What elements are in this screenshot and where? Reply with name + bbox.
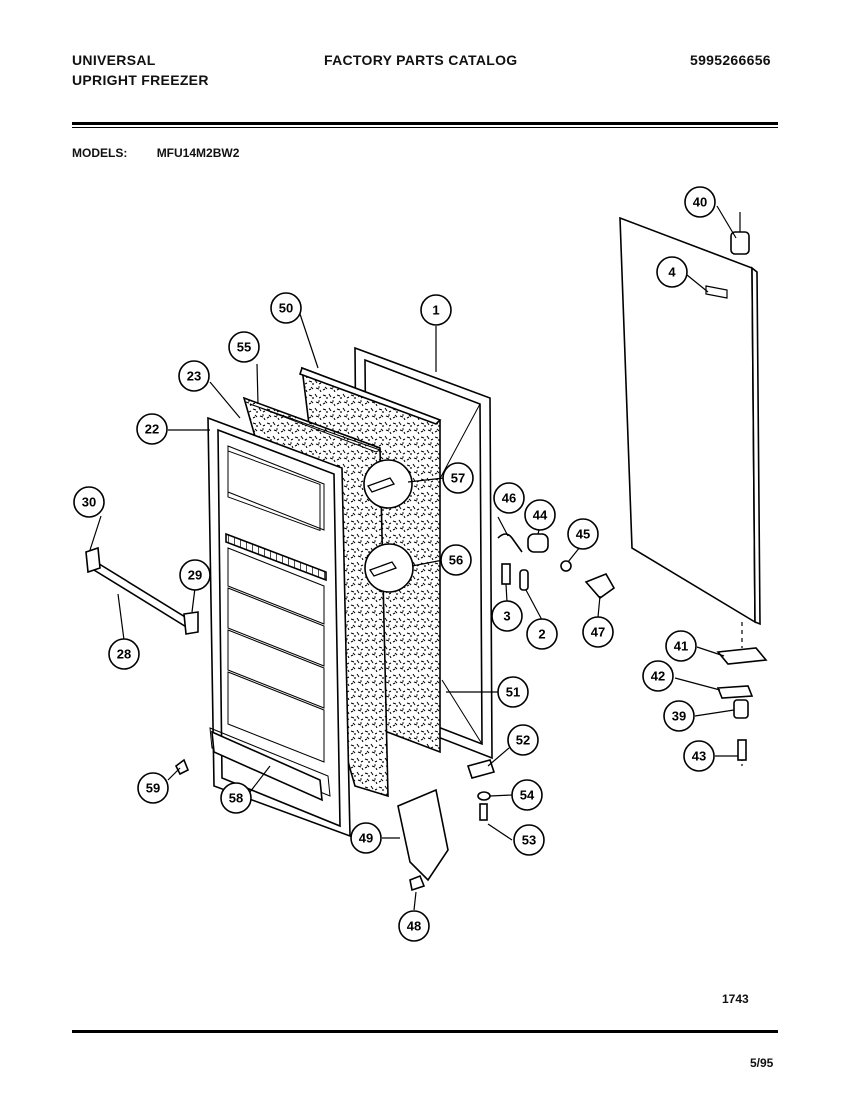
part-callout-52: 52 — [507, 724, 539, 756]
part-callout-40: 40 — [684, 186, 716, 218]
callout-number: 43 — [692, 749, 706, 764]
callout-number: 40 — [693, 195, 707, 210]
callout-number: 53 — [522, 833, 536, 848]
callout-number: 23 — [187, 369, 201, 384]
figure-number: 1743 — [722, 992, 749, 1006]
callout-number: 2 — [538, 627, 545, 642]
callout-number: 52 — [516, 733, 530, 748]
callout-number: 55 — [237, 340, 251, 355]
part-callout-57: 57 — [442, 462, 474, 494]
callout-number: 45 — [576, 527, 590, 542]
callout-number: 41 — [674, 639, 688, 654]
part-callout-42: 42 — [642, 660, 674, 692]
part-callout-45: 45 — [567, 518, 599, 550]
callout-number: 46 — [502, 491, 516, 506]
callout-number: 51 — [506, 685, 520, 700]
part-callout-44: 44 — [524, 499, 556, 531]
catalog-number: 5995266656 — [690, 52, 771, 68]
shelf-rail — [85, 546, 199, 635]
header-rule-thin — [72, 127, 778, 128]
callout-number: 47 — [591, 625, 605, 640]
bottom-hardware — [174, 730, 496, 892]
lock-hardware — [497, 533, 616, 600]
callout-number: 54 — [520, 788, 535, 803]
part-callout-41: 41 — [665, 630, 697, 662]
callout-number: 59 — [146, 781, 160, 796]
part-callout-51: 51 — [497, 676, 529, 708]
callout-number: 28 — [117, 647, 131, 662]
part-callout-55: 55 — [228, 331, 260, 363]
part-callout-39: 39 — [663, 700, 695, 732]
callout-number: 3 — [503, 609, 510, 624]
callout-number: 30 — [82, 495, 96, 510]
callout-number: 44 — [533, 508, 548, 523]
part-callout-43: 43 — [683, 740, 715, 772]
part-callout-30: 30 — [73, 486, 105, 518]
part-callout-54: 54 — [511, 779, 543, 811]
callout-number: 22 — [145, 422, 159, 437]
brand-title: UNIVERSAL — [72, 52, 156, 68]
callout-number: 4 — [668, 265, 676, 280]
part-callout-2: 2 — [526, 618, 558, 650]
part-callout-46: 46 — [493, 482, 525, 514]
part-callout-56: 56 — [440, 544, 472, 576]
callout-number: 50 — [279, 301, 293, 316]
inner-door-liner — [207, 416, 351, 838]
part-callout-47: 47 — [582, 616, 614, 648]
callout-number: 48 — [407, 919, 421, 934]
callout-number: 39 — [672, 709, 686, 724]
part-callout-49: 49 — [350, 822, 382, 854]
part-callout-1: 1 — [420, 294, 452, 326]
callout-number: 42 — [651, 669, 665, 684]
catalog-title: FACTORY PARTS CATALOG — [324, 52, 518, 68]
hinge-hardware — [716, 212, 768, 766]
part-callout-50: 50 — [270, 292, 302, 324]
models-value: MFU14M2BW2 — [156, 146, 240, 160]
footer-date: 5/95 — [750, 1056, 774, 1070]
callout-number: 29 — [188, 568, 202, 583]
part-callout-23: 23 — [178, 360, 210, 392]
detail-circles — [363, 459, 414, 593]
part-callout-48: 48 — [398, 910, 430, 942]
callout-number: 57 — [451, 471, 465, 486]
leader-lines — [89, 205, 738, 911]
models-label: MODELS: — [72, 146, 128, 160]
door-panel — [619, 216, 761, 626]
callout-number: 1 — [432, 303, 439, 318]
part-callout-29: 29 — [179, 559, 211, 591]
part-callout-59: 59 — [137, 772, 169, 804]
part-callout-4: 4 — [656, 256, 688, 288]
callout-number: 49 — [359, 831, 373, 846]
part-callout-53: 53 — [513, 824, 545, 856]
footer-rule — [72, 1030, 778, 1033]
part-callout-28: 28 — [108, 638, 140, 670]
models-line: MODELS: MFU14M2BW2 — [72, 146, 239, 160]
callout-number: 56 — [449, 553, 463, 568]
product-title: UPRIGHT FREEZER — [72, 72, 209, 88]
part-callout-3: 3 — [491, 600, 523, 632]
header-rule — [72, 122, 778, 125]
part-callout-58: 58 — [220, 782, 252, 814]
part-callout-22: 22 — [136, 413, 168, 445]
callout-number: 58 — [229, 791, 243, 806]
